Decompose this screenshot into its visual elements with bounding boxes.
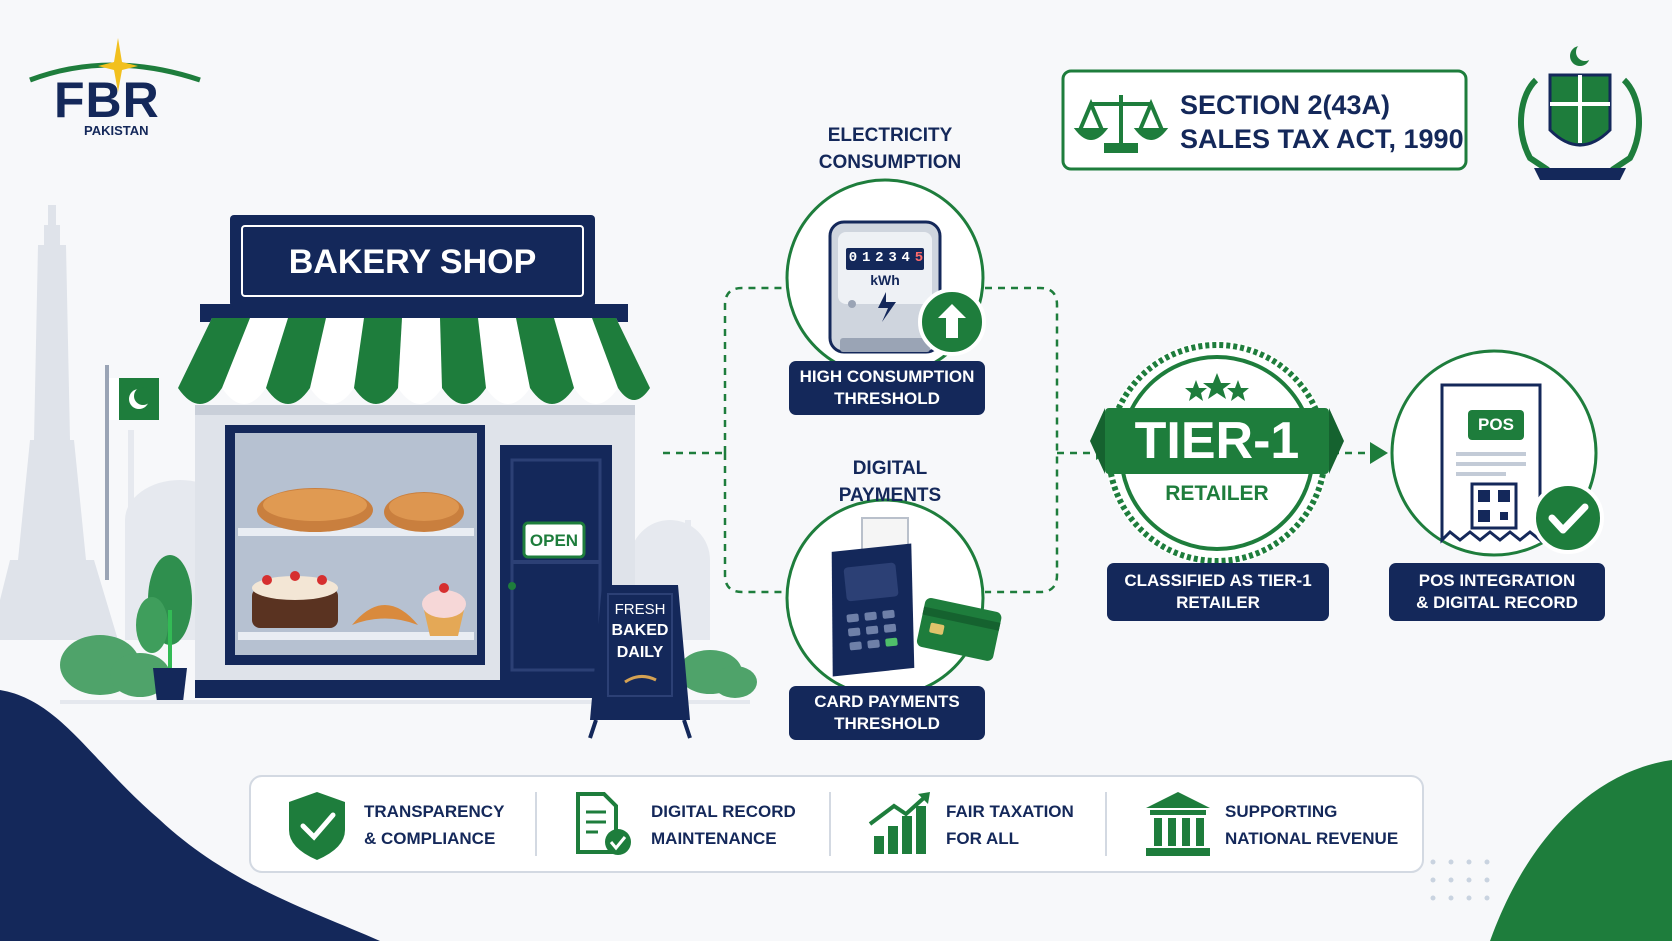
document-check-icon bbox=[576, 792, 631, 855]
open-sign-text: OPEN bbox=[529, 531, 579, 550]
pakistan-flag-icon bbox=[105, 365, 159, 580]
meter-readout: 0 1 2 3 4 5 bbox=[847, 250, 925, 266]
pos-badge-text: POS bbox=[1478, 415, 1514, 434]
fbr-logo-text: FBR bbox=[54, 72, 160, 128]
fbr-logo-icon bbox=[29, 38, 201, 92]
feature-national-revenue-line-1: SUPPORTING bbox=[1225, 802, 1338, 821]
bakery-shop-illustration bbox=[178, 215, 692, 739]
dot-grid bbox=[1430, 859, 1490, 901]
meter-digit: 4 bbox=[901, 250, 910, 266]
law-act-title: SALES TAX ACT, 1990 bbox=[1180, 124, 1464, 154]
law-section-title: SECTION 2(43A) bbox=[1180, 90, 1391, 120]
card-payments-label-line-2: THRESHOLD bbox=[834, 714, 940, 733]
pos-integration-label: POS INTEGRATION & DIGITAL RECORD bbox=[1389, 563, 1605, 621]
scales-of-justice-icon bbox=[1073, 95, 1169, 153]
feature-bar-frame bbox=[249, 775, 1424, 873]
shield-check-icon bbox=[289, 792, 345, 860]
meter-digit: 1 bbox=[861, 250, 871, 266]
tier-1-label-line-1: CLASSIFIED AS TIER-1 bbox=[1124, 571, 1312, 590]
feature-transparency: TRANSPARENCY & COMPLIANCE bbox=[364, 798, 504, 852]
payments-caption-line-1: DIGITAL bbox=[852, 458, 928, 479]
pos-integration-label-line-1: POS INTEGRATION bbox=[1418, 571, 1576, 590]
bush-left-illustration bbox=[60, 635, 170, 697]
feature-fair-taxation: FAIR TAXATION FOR ALL bbox=[946, 798, 1074, 852]
chalkboard-line-3: DAILY bbox=[616, 644, 664, 661]
high-consumption-label-line-2: THRESHOLD bbox=[834, 389, 940, 408]
feature-fair-taxation-line-1: FAIR TAXATION bbox=[946, 802, 1074, 821]
shop-sign-text: BAKERY SHOP bbox=[288, 243, 537, 281]
electricity-caption-line-1: ELECTRICITY bbox=[827, 125, 953, 146]
electricity-meter-illustration bbox=[785, 178, 986, 378]
potted-tree-illustration bbox=[136, 555, 192, 702]
bank-building-icon bbox=[1146, 792, 1210, 856]
feature-national-revenue-line-2: NATIONAL REVENUE bbox=[1225, 829, 1399, 848]
meter-digit: 0 bbox=[848, 250, 858, 266]
tier-1-badge-subtitle: RETAILER bbox=[1165, 482, 1269, 505]
green-swoosh bbox=[1490, 760, 1672, 941]
pos-integration-label-line-2: & DIGITAL RECORD bbox=[1416, 593, 1578, 612]
card-terminal-illustration bbox=[785, 498, 1002, 698]
arrow-to-pos-icon bbox=[1370, 442, 1388, 464]
high-consumption-label-line-1: HIGH CONSUMPTION bbox=[799, 367, 975, 386]
pos-receipt-illustration bbox=[1390, 349, 1604, 557]
electricity-caption-line-2: CONSUMPTION bbox=[818, 152, 962, 173]
meter-digit: 2 bbox=[875, 250, 884, 266]
tier-1-badge-title: TIER-1 bbox=[1134, 412, 1300, 470]
card-payments-label: CARD PAYMENTS THRESHOLD bbox=[789, 686, 985, 740]
meter-digit: 3 bbox=[888, 250, 897, 266]
chalkboard-line-1: FRESH bbox=[614, 601, 666, 618]
feature-transparency-line-1: TRANSPARENCY bbox=[364, 802, 505, 821]
law-box-frame bbox=[1061, 69, 1468, 171]
payments-caption: DIGITAL PAYMENTS bbox=[780, 455, 1000, 509]
fbr-logo-country: PAKISTAN bbox=[84, 123, 149, 138]
meter-unit: kWh bbox=[870, 272, 900, 288]
electricity-caption: ELECTRICITY CONSUMPTION bbox=[780, 122, 1000, 176]
feature-transparency-line-2: & COMPLIANCE bbox=[364, 829, 496, 848]
card-payments-label-line-1: CARD PAYMENTS bbox=[814, 692, 960, 711]
high-consumption-label: HIGH CONSUMPTION THRESHOLD bbox=[789, 361, 985, 415]
pakistan-emblem-icon bbox=[1518, 43, 1642, 180]
meter-digit: 5 bbox=[914, 250, 924, 266]
minar-tower-illustration bbox=[0, 205, 118, 640]
feature-national-revenue: SUPPORTING NATIONAL REVENUE bbox=[1225, 798, 1398, 852]
feature-digital-record-line-1: DIGITAL RECORD bbox=[651, 802, 796, 821]
navy-swoosh bbox=[0, 690, 380, 941]
tier-1-badge-illustration bbox=[1090, 341, 1344, 565]
payments-caption-line-2: PAYMENTS bbox=[838, 485, 942, 506]
bush-right-illustration bbox=[678, 650, 757, 698]
tier-1-label-line-2: RETAILER bbox=[1176, 593, 1260, 612]
chalkboard-line-2: BAKED bbox=[611, 622, 669, 639]
feature-digital-record: DIGITAL RECORD MAINTENANCE bbox=[651, 798, 796, 852]
tier-1-label: CLASSIFIED AS TIER-1 RETAILER bbox=[1107, 563, 1329, 621]
feature-fair-taxation-line-2: FOR ALL bbox=[946, 829, 1020, 848]
feature-digital-record-line-2: MAINTENANCE bbox=[651, 829, 777, 848]
growth-chart-icon bbox=[868, 792, 930, 854]
